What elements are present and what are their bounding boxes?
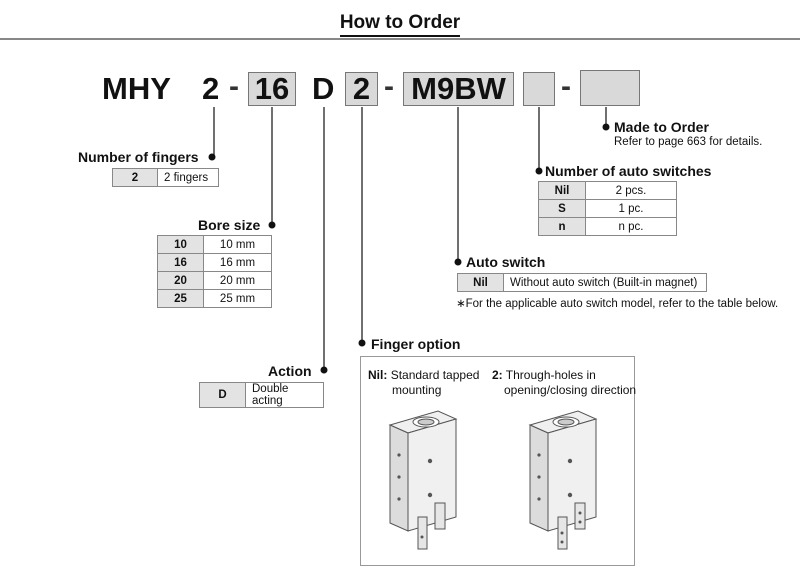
action-table: D Double acting xyxy=(199,382,324,408)
made-to-order-note: Refer to page 663 for details. xyxy=(614,136,763,148)
dash-2: - xyxy=(384,70,394,103)
option-key: D xyxy=(199,382,246,408)
action-label: Action xyxy=(268,363,312,379)
finger-option-nil-text: Nil: Standard tapped mounting xyxy=(368,368,479,398)
finger-option-frame xyxy=(360,356,635,566)
option-value: 2 fingers xyxy=(157,168,219,187)
option-key: 10 xyxy=(157,235,204,254)
auto-switch-note: ∗For the applicable auto switch model, r… xyxy=(456,298,779,310)
made-to-order-label: Made to Order xyxy=(614,119,709,135)
finger-option-two-text: 2: Through-holes in opening/closing dire… xyxy=(492,368,636,398)
option-key: Nil xyxy=(457,273,504,292)
option-key: S xyxy=(538,199,586,218)
number-of-fingers-label: Number of fingers xyxy=(78,149,199,165)
finger-option-nil-line2: mounting xyxy=(392,383,442,397)
option-value: n pc. xyxy=(585,217,677,236)
dot-auto-switch xyxy=(454,258,462,266)
model-fingers-code: 2 xyxy=(202,71,220,106)
finger-option-label: Finger option xyxy=(371,336,461,352)
dash-3: - xyxy=(561,70,571,103)
page-title: How to Order xyxy=(0,12,800,37)
option-value: 16 mm xyxy=(203,253,272,272)
auto-switch-label: Auto switch xyxy=(466,254,546,270)
dot-action xyxy=(320,366,328,374)
model-prefix: MHY xyxy=(102,71,171,106)
table-row: D Double acting xyxy=(199,382,324,408)
finger-option-two-line1: Through-holes in xyxy=(505,368,596,382)
line-fingers xyxy=(212,107,215,158)
option-value: 20 mm xyxy=(203,271,272,290)
table-row: 2 2 fingers xyxy=(112,168,219,187)
option-key: 2 xyxy=(112,168,158,187)
number-of-auto-switches-label: Number of auto switches xyxy=(545,163,712,179)
bore-size-box: 16 xyxy=(248,72,296,106)
finger-option-two-key: 2: xyxy=(492,368,503,382)
dot-made-to-order xyxy=(602,123,610,131)
dot-fingers xyxy=(208,153,216,161)
dot-finger-option xyxy=(358,339,366,347)
model-action-code: D xyxy=(312,71,335,106)
finger-option-two-line2: opening/closing direction xyxy=(504,383,637,397)
gripper-standard-image xyxy=(388,410,458,550)
option-key: n xyxy=(538,217,586,236)
gripper-through-hole-image xyxy=(528,410,598,550)
finger-option-nil-key: Nil: xyxy=(368,368,388,382)
finger-option-nil-line1: Standard tapped xyxy=(390,368,480,382)
num-switches-box xyxy=(523,72,555,106)
dot-bore xyxy=(268,221,276,229)
option-key: Nil xyxy=(538,181,586,200)
option-value: 10 mm xyxy=(203,235,272,254)
option-key: 20 xyxy=(157,271,204,290)
option-key: 16 xyxy=(157,253,204,272)
option-value: 2 pcs. xyxy=(585,181,677,200)
option-value: Without auto switch (Built-in magnet) xyxy=(503,273,707,292)
table-row: Nil Without auto switch (Built-in magnet… xyxy=(457,273,707,292)
bore-size-label: Bore size xyxy=(198,217,261,233)
dash-1: - xyxy=(229,70,239,103)
option-value: Double acting xyxy=(245,382,324,408)
made-to-order-box xyxy=(580,70,640,106)
option-value: 1 pc. xyxy=(585,199,677,218)
option-key: 25 xyxy=(157,289,204,308)
auto-switch-box: M9BW xyxy=(403,72,514,106)
dot-num-switches xyxy=(535,167,543,175)
number-of-fingers-table: 2 2 fingers xyxy=(112,168,219,187)
finger-option-box: 2 xyxy=(345,72,378,106)
title-rule xyxy=(0,38,800,40)
auto-switch-table: Nil Without auto switch (Built-in magnet… xyxy=(457,273,707,292)
option-value: 25 mm xyxy=(203,289,272,308)
